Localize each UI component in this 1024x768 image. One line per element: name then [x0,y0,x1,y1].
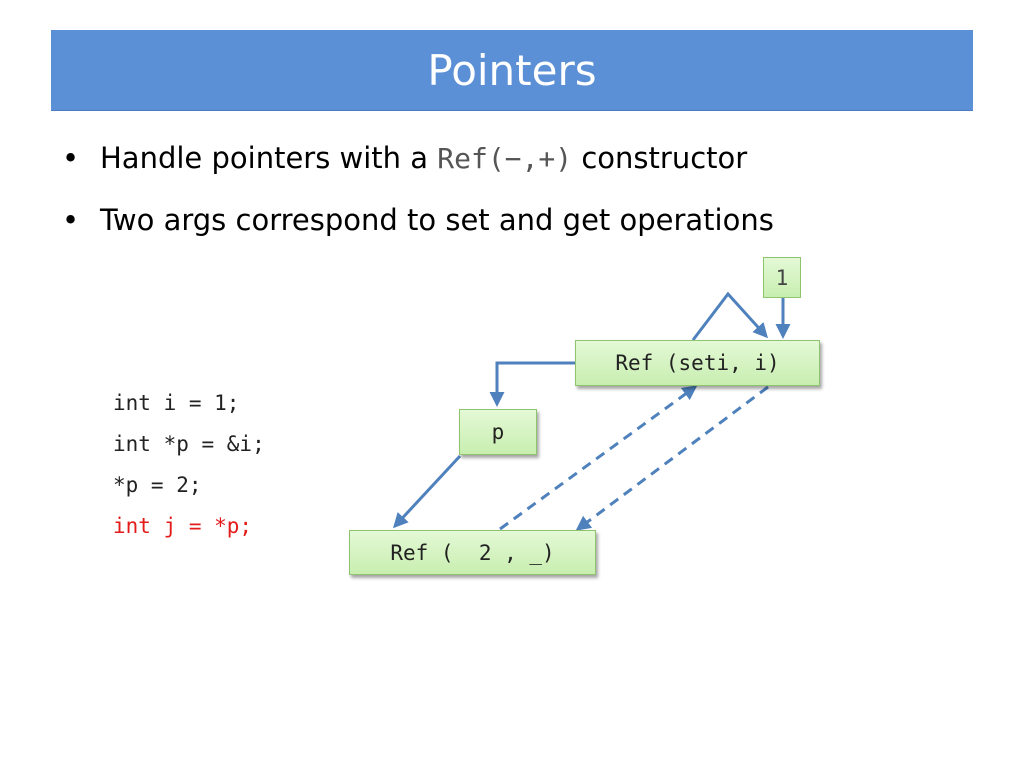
bullet-list: • Handle pointers with a Ref(−,+) constr… [60,136,980,259]
bullet-dot: • [62,141,80,175]
code-line: *p = 2; [113,473,202,497]
slide-title: Pointers [427,45,597,95]
bullet-text: constructor [572,141,748,175]
bullet-text: Two args correspond to set and get opera… [100,203,774,237]
arrow-ref-to-p [489,361,575,407]
code-line: int i = 1; [113,391,240,415]
bullet-text: Handle pointers with a [100,141,438,175]
bullet-item: • Two args correspond to set and get ope… [60,198,980,242]
arrow-ref-loop [691,291,769,341]
ref-p-box: Ref ( 2 , _) [349,530,596,575]
bullet-dot: • [62,203,80,237]
highlighted-code-line: int j = *p; [113,514,253,538]
code-line: int *p = &i; [113,432,265,456]
ref-constructor-code: Ref(−,+) [437,142,573,175]
title-bar: Pointers [51,30,973,111]
arrow-p-to-ref [392,454,462,529]
dashed-arrow-get [575,385,769,531]
bullet-item: • Handle pointers with a Ref(−,+) constr… [60,136,980,181]
pointer-p-box: p [459,409,537,455]
code-snippet: int i = 1; int *p = &i; *p = 2; int j = … [113,383,265,547]
value-cell-box: 1 [763,257,801,298]
ref-i-box: Ref (seti, i) [575,340,820,386]
